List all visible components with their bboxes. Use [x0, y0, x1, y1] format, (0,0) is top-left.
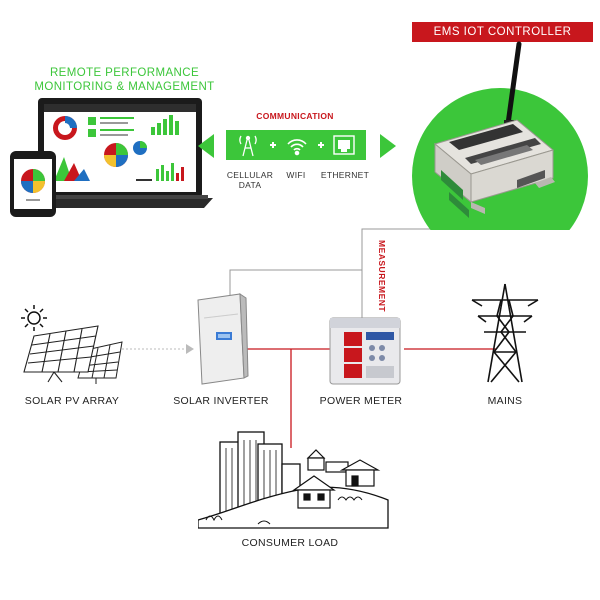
- ems-controller-title: EMS IOT CONTROLLER: [412, 22, 593, 42]
- remote-monitoring-title: REMOTE PERFORMANCE MONITORING & MANAGEME…: [22, 66, 227, 94]
- ems-controller-device: [412, 41, 588, 230]
- antenna-icon: [505, 41, 522, 127]
- arrow-right-icon: [380, 134, 396, 158]
- consumer-load-label: CONSUMER LOAD: [241, 537, 339, 549]
- mains-tower-icon: [471, 283, 539, 383]
- power-meter-icon: [329, 317, 401, 385]
- solar-inverter-icon: [197, 293, 249, 385]
- channel-ethernet-label: ETHERNET: [320, 170, 370, 180]
- solar-inverter-label: SOLAR INVERTER: [173, 395, 269, 407]
- smartphone-icon: [10, 151, 56, 217]
- measurement-label: MEASUREMENT: [377, 240, 387, 313]
- wifi-icon: [287, 139, 307, 156]
- remote-title-line2: MONITORING & MANAGEMENT: [34, 81, 215, 93]
- sun-icon: [21, 305, 47, 331]
- solar-pv-array-label: SOLAR PV ARRAY: [24, 395, 120, 407]
- remote-title-line1: REMOTE PERFORMANCE: [49, 67, 200, 79]
- power-meter-label: POWER METER: [319, 395, 403, 407]
- communication-bar: [226, 130, 366, 160]
- communication-title: COMMUNICATION: [256, 111, 334, 121]
- consumer-load-icon: [198, 431, 389, 529]
- channel-cellular-label: CELLULAR DATA: [226, 170, 274, 190]
- communication-icons: [239, 135, 355, 157]
- laptop-icon: [22, 98, 213, 208]
- communication-arrows: [198, 134, 396, 158]
- controller-box: [433, 119, 555, 218]
- cell-tower-icon: [239, 135, 257, 157]
- ethernet-port-icon: [333, 135, 355, 155]
- laptop-and-phone: [10, 98, 213, 217]
- channel-wifi-label: WIFI: [286, 170, 306, 180]
- mains-label: MAINS: [487, 395, 523, 407]
- arrow-left-icon: [198, 134, 214, 158]
- solar-pv-array-icon: [21, 305, 123, 384]
